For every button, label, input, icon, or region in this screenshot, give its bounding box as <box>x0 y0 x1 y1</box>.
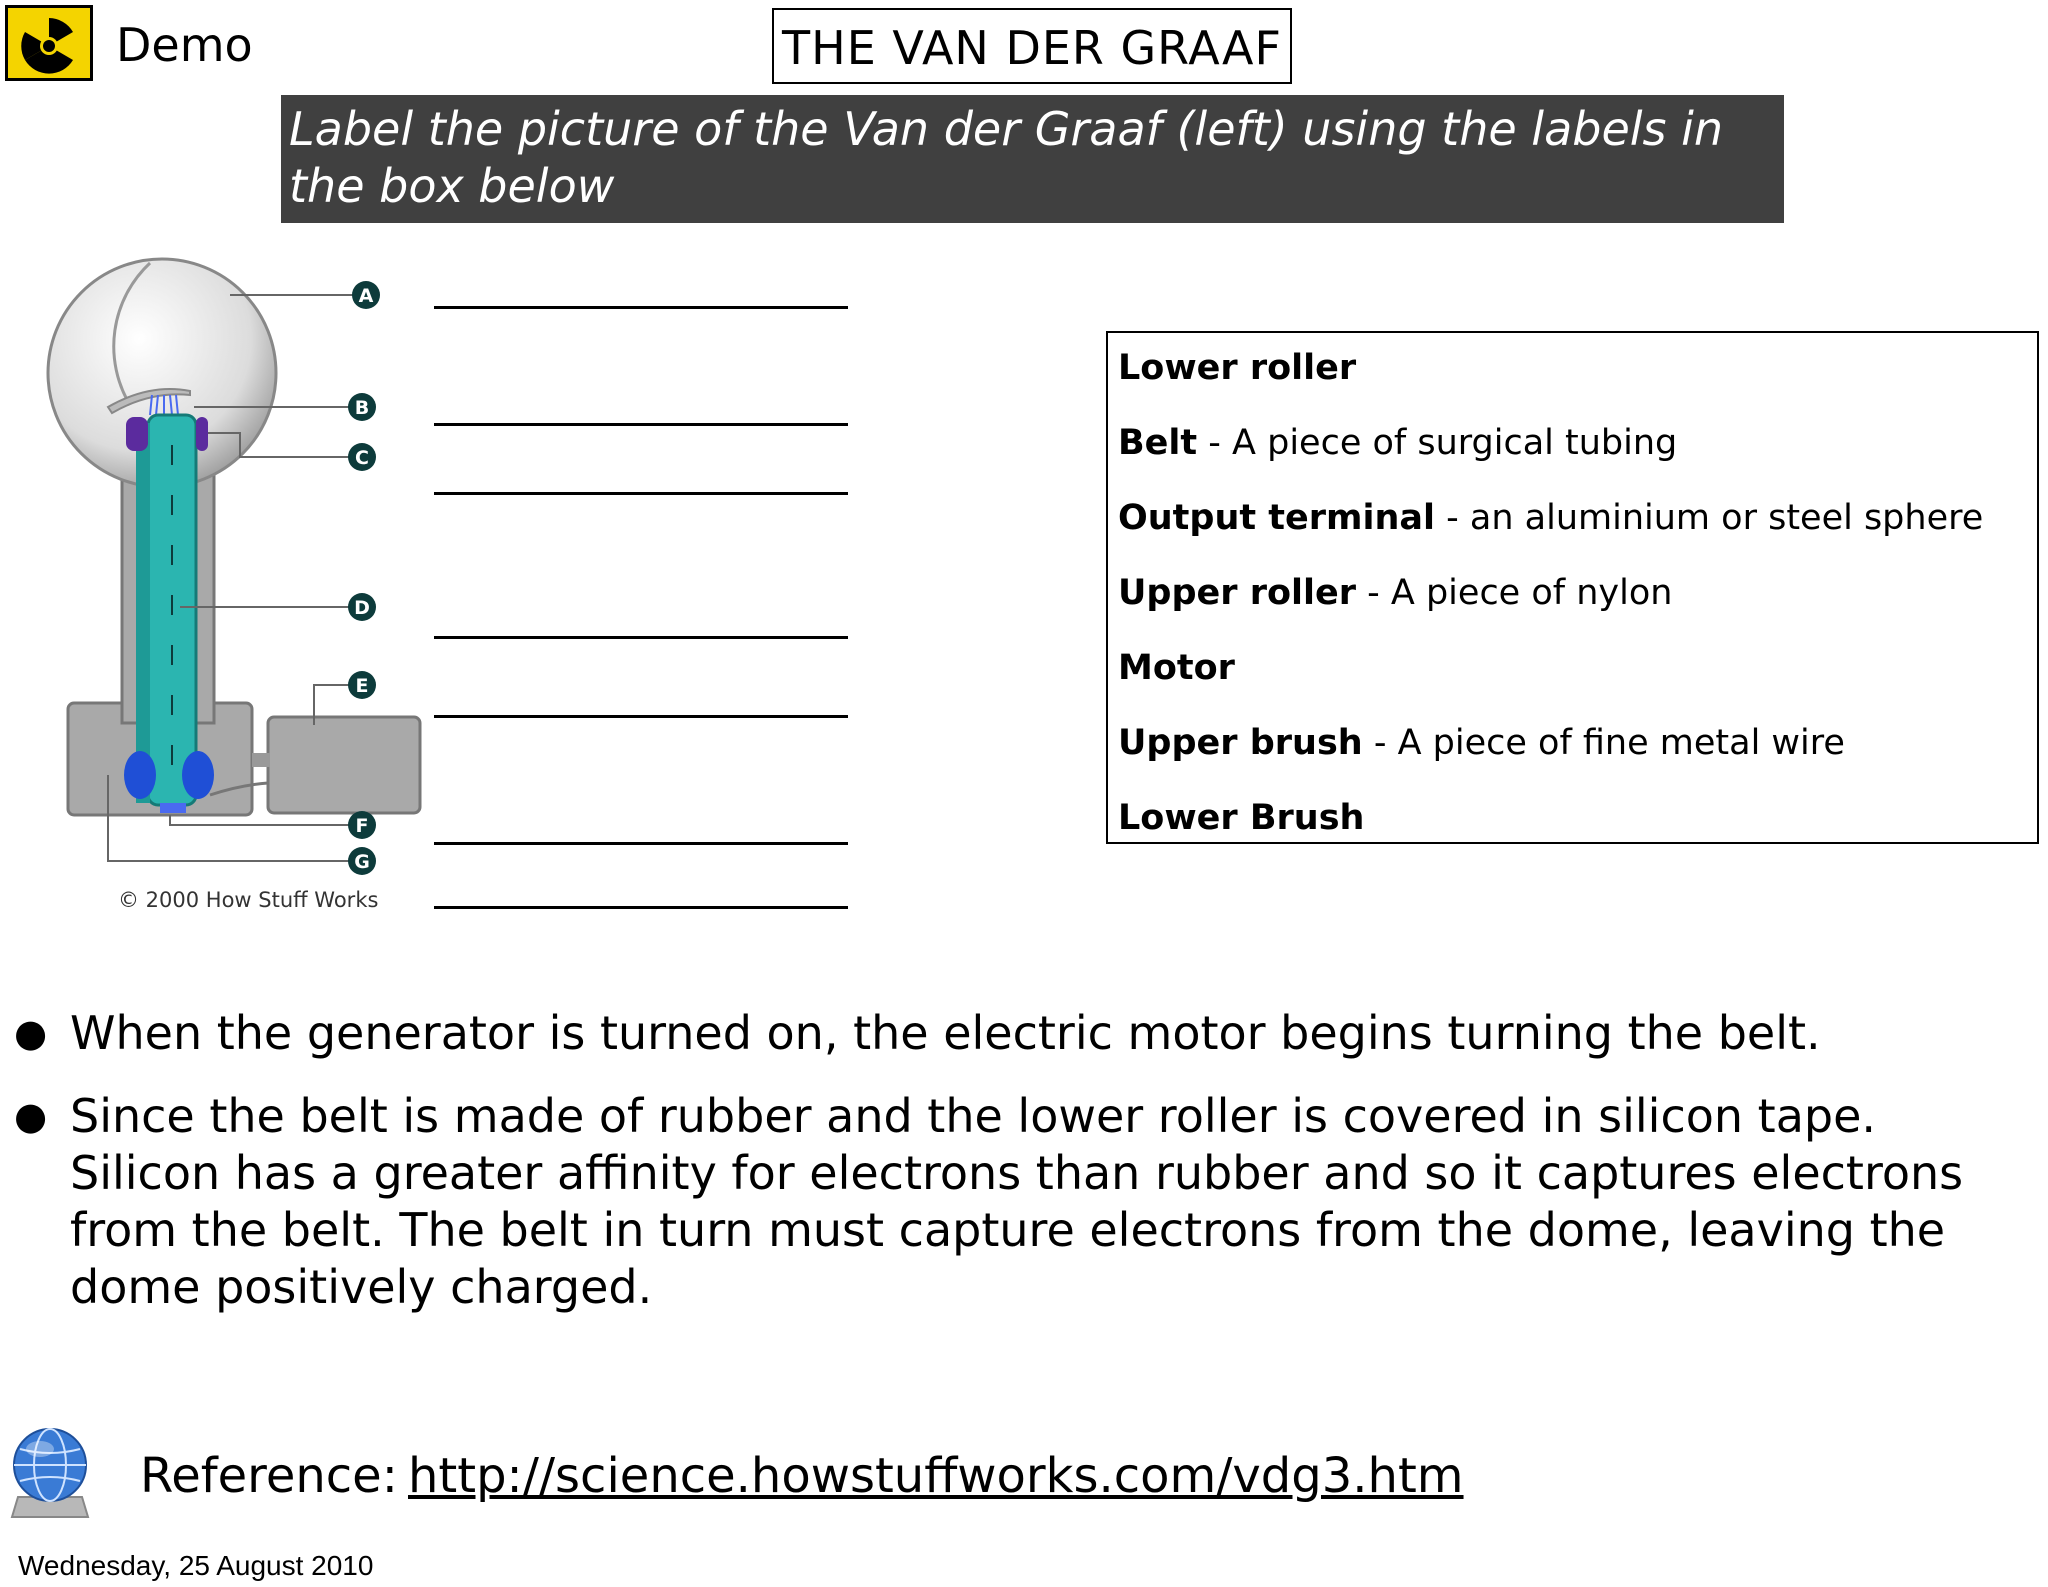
reference-label: Reference: <box>140 1448 398 1504</box>
upper-roller <box>126 417 148 451</box>
label-box: Lower roller Belt - A piece of surgical … <box>1106 331 2039 844</box>
marker-c: C <box>348 443 376 471</box>
diagram-copyright: © 2000 How Stuff Works <box>118 888 378 912</box>
label-item: Upper brush - A piece of fine metal wire <box>1118 723 1845 763</box>
answer-line-e[interactable] <box>434 715 848 718</box>
marker-b-text: B <box>355 397 369 419</box>
answer-line-c[interactable] <box>434 492 848 495</box>
label-item: Lower roller <box>1118 348 1357 388</box>
reference-link[interactable]: http://science.howstuffworks.com/vdg3.ht… <box>408 1448 1464 1504</box>
marker-g-text: G <box>354 851 370 873</box>
page-title: THE VAN DER GRAAF <box>772 8 1292 84</box>
answer-line-f[interactable] <box>434 842 848 845</box>
instruction-text: Label the picture of the Van der Graaf (… <box>281 95 1784 223</box>
label-item: Belt - A piece of surgical tubing <box>1118 423 1678 463</box>
marker-a-text: A <box>359 285 374 307</box>
marker-a: A <box>352 281 380 309</box>
motor-housing <box>266 715 422 815</box>
demo-label: Demo <box>116 18 253 72</box>
bullet-dot: ● <box>14 1011 48 1055</box>
marker-d-text: D <box>354 597 370 619</box>
bullet-dot: ● <box>14 1094 48 1138</box>
marker-e-text: E <box>356 675 369 697</box>
lower-roller <box>124 751 156 799</box>
marker-e: E <box>348 671 376 699</box>
bullet-item: ● When the generator is turned on, the e… <box>14 1005 2034 1062</box>
answer-line-g[interactable] <box>434 906 848 909</box>
answer-line-d[interactable] <box>434 636 848 639</box>
radiation-hazard-icon <box>5 5 93 81</box>
marker-f: F <box>348 811 376 839</box>
bullet-item: ● Since the belt is made of rubber and t… <box>14 1088 2034 1316</box>
explanation-bullets: ● When the generator is turned on, the e… <box>14 1005 2034 1342</box>
answer-line-a[interactable] <box>434 306 848 309</box>
lower-brush <box>160 803 186 813</box>
answer-line-b[interactable] <box>434 423 848 426</box>
label-item: Upper roller - A piece of nylon <box>1118 573 1673 613</box>
bullet-text: When the generator is turned on, the ele… <box>70 1006 1821 1060</box>
marker-d: D <box>348 593 376 621</box>
label-item: Output terminal - an aluminium or steel … <box>1118 498 1984 538</box>
label-item: Motor <box>1118 648 1235 688</box>
upper-brush <box>149 394 179 416</box>
marker-f-text: F <box>356 815 369 837</box>
bullet-text: Since the belt is made of rubber and the… <box>70 1089 1964 1314</box>
marker-b: B <box>348 393 376 421</box>
marker-c-text: C <box>355 447 369 469</box>
date-label: Wednesday, 25 August 2010 <box>18 1550 374 1581</box>
van-der-graaf-diagram: A B C D E F G © 2000 How Stuff Works <box>46 257 422 912</box>
marker-g: G <box>348 847 376 875</box>
label-item: Lower Brush <box>1118 798 1365 838</box>
globe-network-icon[interactable] <box>8 1425 92 1521</box>
